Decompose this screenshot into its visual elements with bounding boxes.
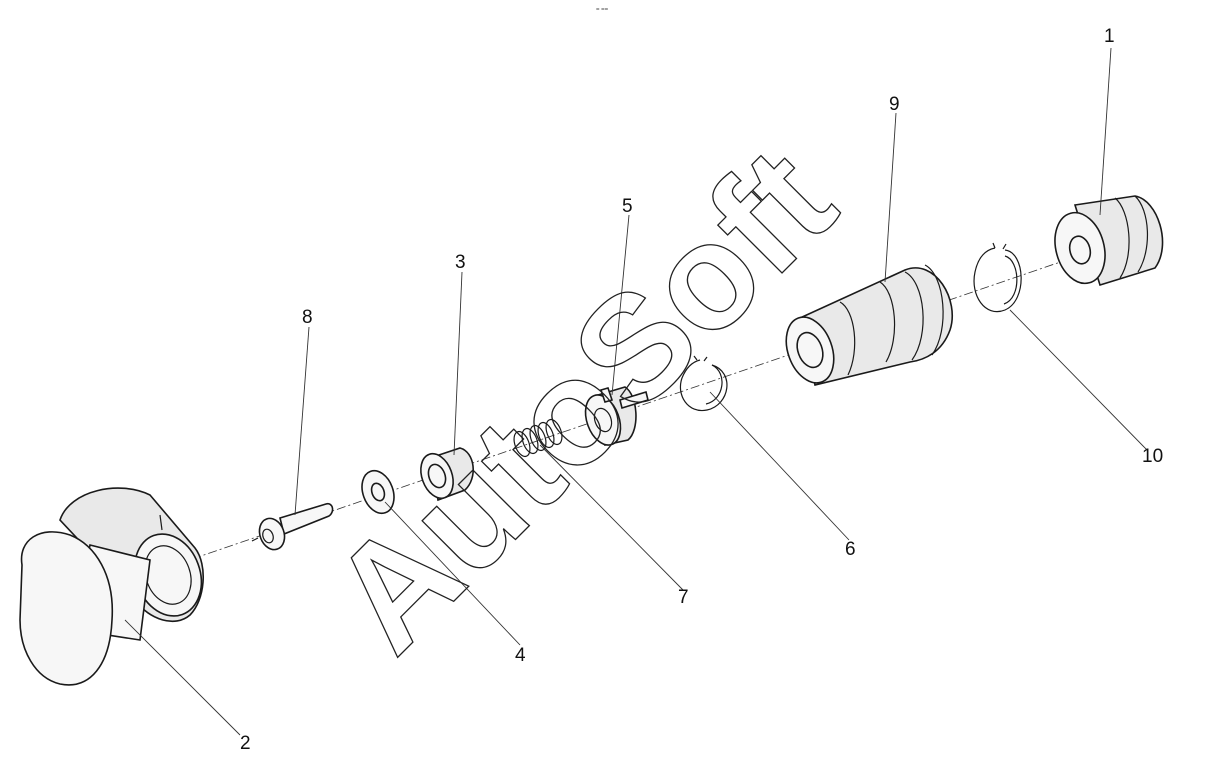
part-5-valve-guide xyxy=(584,386,649,446)
leader-3 xyxy=(453,271,463,456)
leader-2 xyxy=(124,619,241,736)
leader-1 xyxy=(1099,47,1112,216)
leader-7 xyxy=(539,444,684,591)
leader-4 xyxy=(384,501,521,646)
leader-5 xyxy=(611,214,630,396)
callout-6: 6 xyxy=(845,539,856,560)
part-7-spring xyxy=(513,418,563,458)
callout-9: 9 xyxy=(889,94,900,115)
part-2-dust-cap xyxy=(19,487,205,686)
callout-3: 3 xyxy=(455,252,466,273)
part-3-seal-bushing xyxy=(420,447,474,502)
part-6-snap-ring xyxy=(679,355,728,412)
leader-9 xyxy=(884,112,897,283)
leader-lines xyxy=(124,47,1148,736)
assembly-axis xyxy=(159,244,1111,571)
watermark-text: AutoSoft xyxy=(299,116,865,682)
top-mark: = == xyxy=(596,7,609,13)
part-8-valve-stem xyxy=(251,502,334,551)
callout-8: 8 xyxy=(302,307,313,328)
callout-1: 1 xyxy=(1104,26,1115,47)
part-10-retaining-ring xyxy=(973,242,1022,313)
callout-4: 4 xyxy=(515,645,526,666)
callout-10: 10 xyxy=(1142,446,1163,467)
part-1-hex-adapter xyxy=(1054,195,1164,286)
callout-7: 7 xyxy=(678,587,689,608)
leader-10 xyxy=(1009,309,1148,451)
callout-2: 2 xyxy=(240,733,251,754)
part-9-coupling-body xyxy=(785,264,953,386)
callout-labels: 1 2 3 4 5 6 7 8 9 10 xyxy=(240,26,1163,754)
leader-6 xyxy=(709,391,850,541)
callout-5: 5 xyxy=(622,196,633,217)
leader-8 xyxy=(294,326,310,516)
